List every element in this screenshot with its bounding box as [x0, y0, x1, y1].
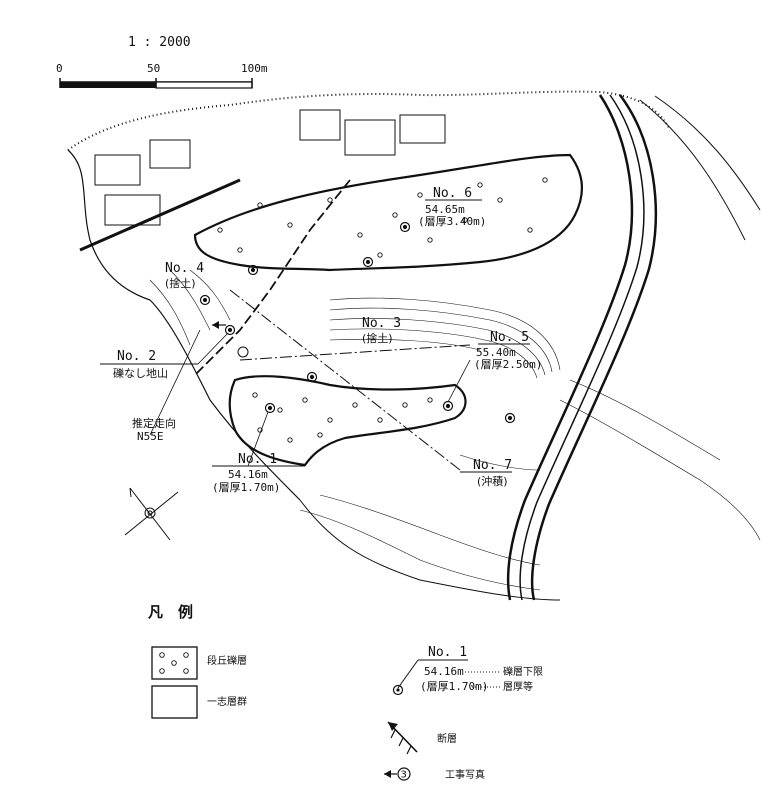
legend-borehole-thickness: (層厚1.70m) — [420, 680, 488, 693]
borehole-elevation-no6: 54.65m — [425, 203, 465, 216]
borehole-elevation-no1: 54.16m — [228, 468, 268, 481]
borehole-marker-no4 — [199, 294, 211, 306]
label-no2: No. 2 礫なし地山 — [100, 332, 229, 380]
photo-arrow-icon — [384, 770, 391, 778]
scale-tick-0: 0 — [56, 62, 63, 75]
borehole-id-no2: No. 2 — [117, 349, 156, 364]
gravel-zone-upper — [193, 153, 584, 272]
borehole-markers — [199, 221, 516, 424]
borehole-id-no6: No. 6 — [433, 186, 472, 201]
borehole-marker-no1 — [264, 402, 276, 414]
buildings — [79, 109, 446, 252]
legend-photo-label: 工事写真 — [445, 768, 485, 781]
gravel-zone-lower — [228, 375, 467, 467]
borehole-marker-no2 — [224, 324, 236, 336]
road — [506, 94, 761, 601]
legend: 凡 例 段丘礫層 一志層群 No. 1 54.16m 礫層下限 (層厚1.70m… — [148, 603, 543, 781]
legend-title: 凡 例 — [148, 603, 193, 621]
legend-gravel-base-label: 礫層下限 — [503, 665, 543, 678]
legend-gravel: 段丘礫層 — [151, 646, 247, 680]
north-arrow-icon — [124, 487, 179, 541]
borehole-note-no3: (捨土) — [362, 331, 393, 345]
borehole-marker-no5 — [442, 400, 454, 412]
label-no6: No. 6 54.65m (層厚3.40m) — [418, 186, 486, 228]
borehole-thickness-no6: (層厚3.40m) — [418, 215, 486, 228]
borehole-note-no4: (捨土) — [165, 276, 196, 290]
borehole-marker-no6 — [399, 221, 411, 233]
borehole-id-no7: No. 7 — [473, 458, 512, 473]
label-no5: No. 5 55.40m (層厚2.50m) — [447, 330, 542, 403]
contour-lines — [149, 269, 761, 591]
fault-line — [149, 179, 351, 436]
scale-ratio: 1 : 2000 — [128, 35, 191, 50]
borehole-note-no2: 礫なし地山 — [113, 366, 168, 380]
borehole-note-no7: (沖積) — [477, 474, 508, 488]
legend-fault-label: 断層 — [437, 732, 457, 745]
borehole-id-no5: No. 5 — [490, 330, 529, 345]
legend-fault: 断層 — [387, 721, 457, 755]
borehole-elevation-no5: 55.40m — [476, 346, 516, 359]
legend-thickness-label: 層厚等 — [503, 680, 533, 693]
legend-gravel-label: 段丘礫層 — [207, 654, 247, 667]
borehole-marker-no7 — [504, 412, 516, 424]
label-no3: No. 3 (捨土) — [362, 316, 401, 345]
borehole-id-no3: No. 3 — [362, 316, 401, 331]
borehole-marker-extra — [247, 264, 259, 276]
legend-borehole-elevation: 54.16m — [424, 665, 464, 678]
legend-ichishi: 一志層群 — [151, 685, 247, 719]
label-no7: No. 7 (沖積) — [460, 458, 512, 488]
legend-photo: 3 工事写真 — [384, 767, 485, 781]
scale-bar: 1 : 2000 0 50 100m — [56, 35, 268, 89]
scale-black-segment — [60, 82, 156, 88]
scale-tick-100: 100m — [241, 62, 268, 75]
label-no4: No. 4 (捨土) — [165, 261, 204, 290]
fault-strike-label: 推定走向 — [132, 416, 176, 430]
fault-arrow-icon — [388, 722, 398, 731]
borehole-marker-extra — [362, 256, 374, 268]
section-lines — [229, 289, 471, 471]
photo-marker-on-map — [212, 321, 249, 358]
borehole-thickness-no1: (層厚1.70m) — [212, 481, 280, 494]
legend-borehole: No. 1 54.16m 礫層下限 (層厚1.70m) 層厚等 — [392, 645, 543, 696]
fault-strike-value: N55E — [137, 430, 164, 443]
scale-tick-50: 50 — [147, 62, 160, 75]
legend-borehole-id: No. 1 — [428, 645, 467, 660]
label-no1: No. 1 54.16m (層厚1.70m) — [212, 411, 305, 494]
borehole-id-no1: No. 1 — [238, 452, 277, 467]
legend-photo-number: 3 — [401, 770, 407, 781]
legend-ichishi-label: 一志層群 — [207, 695, 247, 708]
borehole-id-no4: No. 4 — [165, 261, 204, 276]
borehole-thickness-no5: (層厚2.50m) — [474, 358, 542, 371]
borehole-marker-no3 — [306, 371, 318, 383]
label-fault-strike: 推定走向 N55E — [132, 416, 176, 443]
